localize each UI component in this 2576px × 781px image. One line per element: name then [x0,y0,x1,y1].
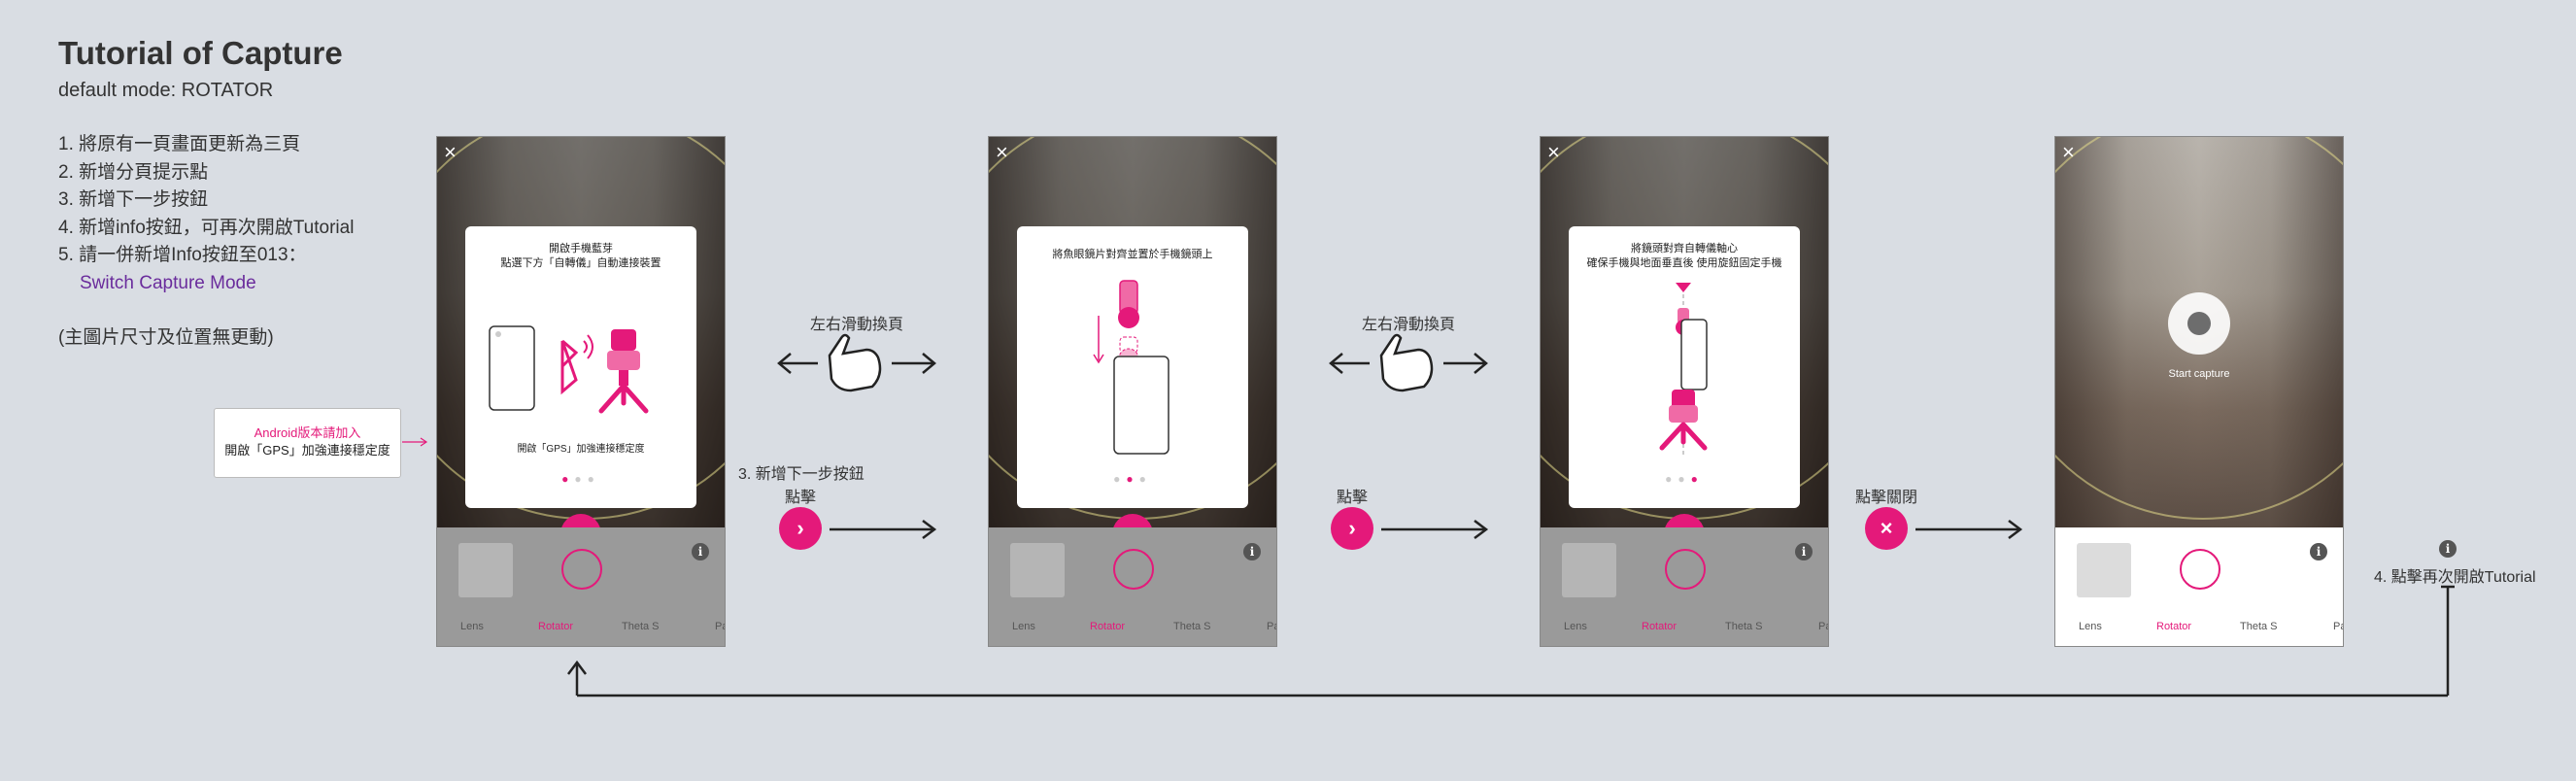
page-indicator: ●●● [1113,472,1152,486]
capture-bottom-bar: i Lens Rotator Theta S Pa [2055,527,2343,646]
next-button-sample: › [779,507,822,550]
aperture-icon[interactable] [2168,292,2230,355]
next-button-note: 3. 新增下一步按鈕 [738,466,864,483]
tap-label: 點擊 [785,490,817,506]
dialog-footer: 開啟「GPS」加強連接穩定度 [517,444,645,455]
mode-lens[interactable]: Lens [460,621,484,632]
note-link-switch-capture-mode[interactable]: Switch Capture Mode [80,272,256,293]
bluetooth-pairing-illustration [489,325,649,414]
mode-theta-s[interactable]: Theta S [622,621,660,632]
note-item: 2. 新增分頁提示點 [58,161,209,183]
dialog-title-line1: 將鏡頭對齊自轉儀軸心 [1631,243,1738,255]
mode-pano[interactable]: Pa [715,621,725,632]
dialog-title-line2: 確保手機與地面垂直後 使用旋鈕固定手機 [1586,257,1782,269]
mode-lens[interactable]: Lens [1012,621,1035,632]
mode-pano[interactable]: Pa [2333,621,2343,632]
screen-tutorial-step-1: × 開啟手機藍芽 點選下方「自轉儀」自動連接裝置 開啟「GPS」加強連接穩定度 … [436,136,726,647]
shutter-button[interactable] [1113,549,1154,590]
info-icon[interactable]: i [1243,543,1261,560]
capture-bottom-bar: i Lens Rotator Theta S Pa [437,527,725,646]
close-button-sample: × [1865,507,1908,550]
fisheye-lens-illustration [1093,280,1169,455]
rotator-alignment-illustration [1659,283,1708,456]
mode-lens[interactable]: Lens [2079,621,2102,632]
note-item: 1. 將原有一頁畫面更新為三頁 [58,134,301,154]
note-item: (主圖片尺寸及位置無更動) [58,327,274,348]
flow-arrow [1915,520,2023,539]
return-flow-arrow [567,585,2455,697]
gallery-thumbnail[interactable] [2077,543,2131,597]
screen-tutorial-step-3: × 將鏡頭對齊自轉儀軸心 確保手機與地面垂直後 使用旋鈕固定手機 ●●● × i… [1540,136,1829,647]
page-title: Tutorial of Capture [58,35,343,71]
tap-close-label: 點擊關閉 [1855,490,1918,506]
info-icon[interactable]: i [2310,543,2327,560]
swipe-label: 左右滑動換頁 [1362,317,1456,333]
mode-pano[interactable]: Pa [1267,621,1276,632]
page-indicator: ●●● [1665,472,1704,486]
capture-bottom-bar: i Lens Rotator Theta S Pa [989,527,1276,646]
reopen-tutorial-label: 4. 點擊再次開啟Tutorial [2374,569,2536,586]
gallery-thumbnail[interactable] [1010,543,1065,597]
mode-theta-s[interactable]: Theta S [1725,621,1763,632]
tutorial-dialog: 將鏡頭對齊自轉儀軸心 確保手機與地面垂直後 使用旋鈕固定手機 ●●● [1569,226,1800,508]
android-note-line1: Android版本請加入 [254,425,361,440]
tutorial-dialog: 開啟手機藍芽 點選下方「自轉儀」自動連接裝置 開啟「GPS」加強連接穩定度 ●●… [465,226,696,508]
capture-guide-circle [2055,137,2343,520]
screen-capture-live: × Start capture i Lens Rotator Theta S P… [2054,136,2344,647]
shutter-button[interactable] [561,549,602,590]
note-item: 4. 新增info按鈕，可再次開啟Tutorial [58,217,355,238]
android-note-arrow [402,437,428,447]
close-icon[interactable]: × [2062,140,2075,164]
tutorial-dialog: 將魚眼鏡片對齊並置於手機鏡頭上 ●●● [1017,226,1248,508]
dialog-title-line2: 點選下方「自轉儀」自動連接裝置 [500,257,661,269]
close-icon[interactable]: × [996,140,1008,164]
dialog-title-line1: 將魚眼鏡片對齊並置於手機鏡頭上 [1052,249,1213,260]
mode-rotator[interactable]: Rotator [1642,621,1678,632]
swipe-gesture-icon [1329,333,1488,392]
tap-label: 點擊 [1337,490,1369,506]
info-icon: i [2439,540,2457,558]
mode-rotator[interactable]: Rotator [1090,621,1126,632]
shutter-button[interactable] [1665,549,1706,590]
close-icon[interactable]: × [444,140,457,164]
swipe-label: 左右滑動換頁 [810,317,904,333]
page-subtitle: default mode: ROTATOR [58,80,274,101]
close-icon[interactable]: × [1547,140,1560,164]
info-icon[interactable]: i [1795,543,1813,560]
notes-list: 1. 將原有一頁畫面更新為三頁 2. 新增分頁提示點 3. 新增下一步按鈕 4.… [58,131,354,353]
info-icon[interactable]: i [692,543,709,560]
shutter-button[interactable] [2180,549,2220,590]
android-note-line2: 開啟「GPS」加強連接穩定度 [224,443,390,458]
mode-lens[interactable]: Lens [1564,621,1587,632]
gallery-thumbnail[interactable] [458,543,513,597]
flow-arrow [830,520,937,539]
flow-arrow [1381,520,1489,539]
mode-theta-s[interactable]: Theta S [2240,621,2278,632]
mode-rotator[interactable]: Rotator [538,621,574,632]
capture-bottom-bar: i Lens Rotator Theta S Pa [1541,527,1828,646]
gallery-thumbnail[interactable] [1562,543,1616,597]
mode-theta-s[interactable]: Theta S [1173,621,1211,632]
android-note-box: Android版本請加入 開啟「GPS」加強連接穩定度 [214,408,401,478]
mode-rotator[interactable]: Rotator [2156,621,2192,632]
page-indicator: ●●● [561,472,600,486]
screen-tutorial-step-2: × 將魚眼鏡片對齊並置於手機鏡頭上 ●●● › i Lens Rotator T… [988,136,1277,647]
next-button-sample: › [1331,507,1373,550]
note-item: 5. 請一併新增Info按鈕至013： [58,245,307,265]
dialog-title-line1: 開啟手機藍芽 [549,243,613,255]
mode-pano[interactable]: Pa [1818,621,1828,632]
start-capture-label: Start capture [2168,368,2230,380]
note-item: 3. 新增下一步按鈕 [58,189,209,210]
swipe-gesture-icon [777,333,936,392]
